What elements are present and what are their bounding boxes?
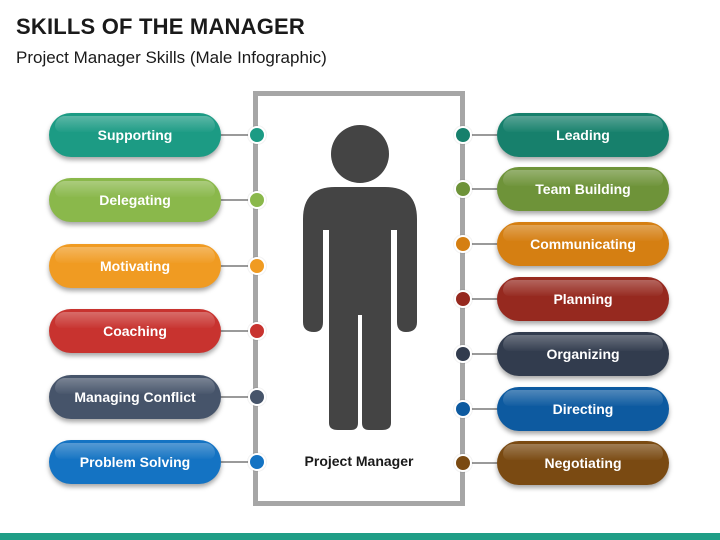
skill-label: Communicating [530, 236, 636, 252]
connector-right-7 [463, 462, 497, 464]
person-icon [303, 125, 417, 430]
connector-right-1 [463, 134, 497, 136]
skill-coaching: Coaching [49, 309, 221, 353]
skill-label: Coaching [103, 323, 167, 339]
skill-label: Problem Solving [79, 454, 191, 470]
skill-label: Supporting [97, 127, 173, 143]
skill-problem-solving: Problem Solving [49, 440, 221, 484]
dot-communicating [454, 235, 472, 253]
skill-label: Motivating [100, 258, 170, 274]
skill-label: Leading [556, 127, 610, 143]
dot-delegating [248, 191, 266, 209]
dot-negotiating [454, 454, 472, 472]
skill-planning: Planning [497, 277, 669, 321]
dot-coaching [248, 322, 266, 340]
skill-label: Delegating [99, 192, 171, 208]
skill-label: Planning [553, 291, 613, 307]
connector-right-5 [463, 353, 497, 355]
dot-organizing [454, 345, 472, 363]
page-title: SKILLS OF THE MANAGER [16, 14, 305, 39]
skill-label: Managing Conflict [74, 389, 196, 405]
connector-right-4 [463, 298, 497, 300]
dot-team-building [454, 180, 472, 198]
dot-motivating [248, 257, 266, 275]
connector-left-2 [221, 199, 257, 201]
connector-right-6 [463, 408, 497, 410]
skill-label: Directing [552, 401, 614, 417]
dot-managing-conflict [248, 388, 266, 406]
dot-problem-solving [248, 453, 266, 471]
connector-left-1 [221, 134, 257, 136]
skill-label: Negotiating [544, 455, 622, 471]
connector-left-3 [221, 265, 257, 267]
skill-supporting: Supporting [49, 113, 221, 157]
connector-left-5 [221, 396, 257, 398]
skill-team-building: Team Building [497, 167, 669, 211]
dot-leading [454, 126, 472, 144]
dot-supporting [248, 126, 266, 144]
skill-label: Organizing [546, 346, 620, 362]
skill-motivating: Motivating [49, 244, 221, 288]
bottom-accent-bar [0, 533, 720, 540]
skill-leading: Leading [497, 113, 669, 157]
skill-managing-conflict: Managing Conflict [49, 375, 221, 419]
dot-directing [454, 400, 472, 418]
skill-directing: Directing [497, 387, 669, 431]
skill-negotiating: Negotiating [497, 441, 669, 485]
dot-planning [454, 290, 472, 308]
skill-organizing: Organizing [497, 332, 669, 376]
connector-left-6 [221, 461, 257, 463]
connector-right-3 [463, 243, 497, 245]
center-label: Project Manager [304, 453, 414, 469]
connector-right-2 [463, 188, 497, 190]
skill-label: Team Building [535, 181, 631, 197]
skill-delegating: Delegating [49, 178, 221, 222]
skill-communicating: Communicating [497, 222, 669, 266]
page-subtitle: Project Manager Skills (Male Infographic… [16, 48, 327, 67]
connector-left-4 [221, 330, 257, 332]
